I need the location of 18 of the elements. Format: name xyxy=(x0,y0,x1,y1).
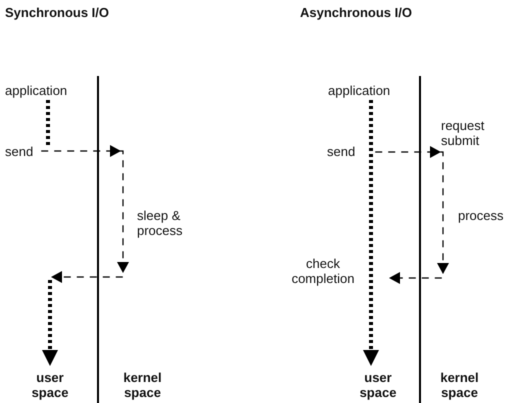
step-label: request submit xyxy=(441,118,486,148)
text-label: user space xyxy=(24,370,76,400)
step-label: sleep & process xyxy=(137,208,184,238)
title: Synchronous I/O xyxy=(5,5,110,20)
dotted-arrow xyxy=(363,100,379,366)
text-label: user space xyxy=(352,370,404,400)
dashed-arrow xyxy=(375,146,449,284)
step-label: process xyxy=(458,208,504,223)
text-label: application xyxy=(328,83,390,98)
title: Asynchronous I/O xyxy=(300,5,412,20)
text-label: check completion xyxy=(283,256,363,286)
space-label: kernel space xyxy=(122,370,163,400)
dashed-arrow xyxy=(41,145,129,283)
text-label: send xyxy=(5,144,34,159)
dotted-arrow xyxy=(42,280,58,366)
text-label: send xyxy=(327,144,356,159)
text-label: application xyxy=(5,83,68,98)
space-label: kernel space xyxy=(439,370,480,400)
